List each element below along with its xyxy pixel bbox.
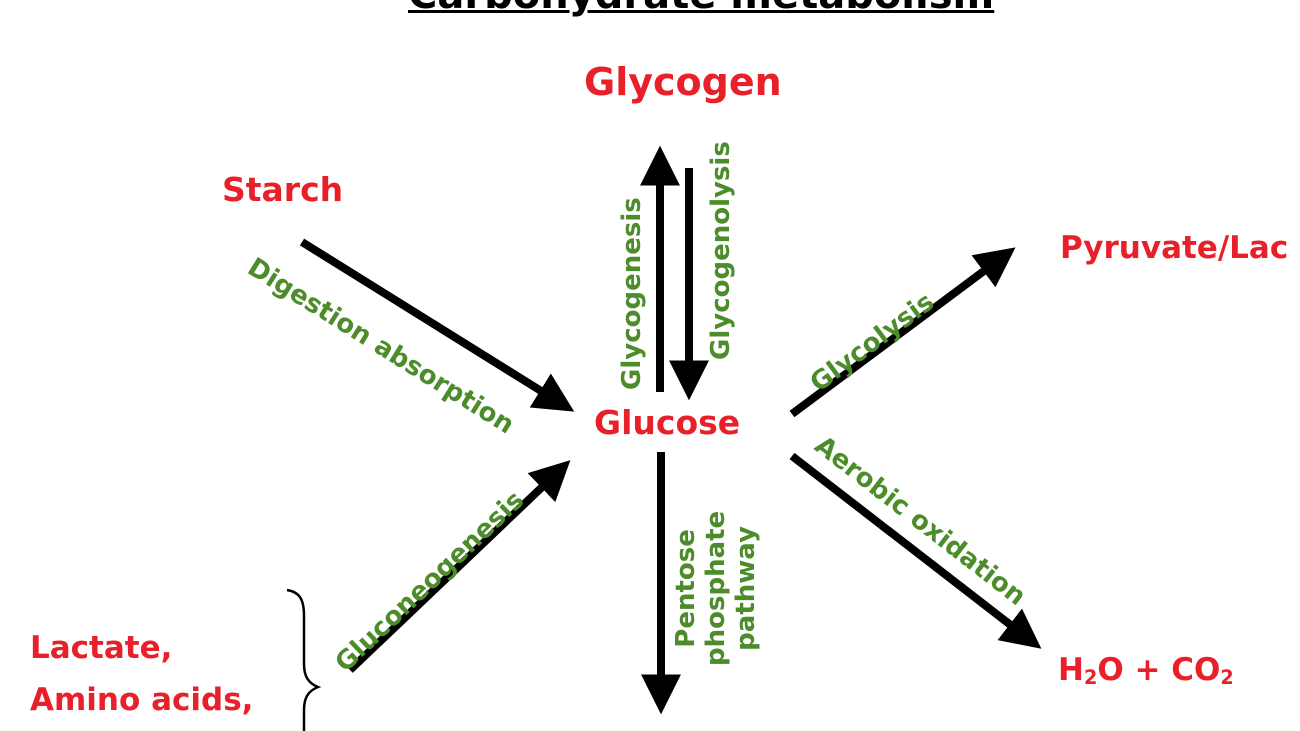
arrow-glucose-to-h2o-co2 [789, 452, 1042, 649]
diagram-title: Carbohydrate metabolism [408, 0, 994, 18]
node-h2o-co2: H2O + CO2 [1058, 652, 1234, 689]
node-pyruvate-lactate: Pyruvate/Lac [1060, 230, 1289, 266]
pentose-line-2: phosphate [700, 510, 731, 666]
node-glycogen: Glycogen [584, 60, 782, 104]
node-precursors: Lactate, Amino acids, [30, 622, 253, 726]
precursor-amino-acids: Amino acids, [30, 682, 254, 718]
label-pentose-phosphate-pathway: Pentose phosphate pathway [671, 510, 762, 666]
node-glucose: Glucose [594, 403, 741, 442]
h2o-co2-o: O + CO [1097, 652, 1221, 688]
arrow-precursors-to-glucose [347, 460, 571, 673]
arrow-glucose-to-pyruvate [789, 247, 1016, 418]
h2o-subscript: 2 [1083, 666, 1098, 690]
co2-subscript: 2 [1220, 666, 1234, 690]
pentose-line-3: pathway [730, 526, 761, 651]
precursor-lactate: Lactate, [30, 630, 173, 666]
curly-brace [286, 588, 322, 731]
pentose-line-1: Pentose [671, 529, 701, 648]
label-glycogenesis: Glycogenesis [617, 197, 647, 390]
arrow-starch-to-glucose [299, 238, 575, 412]
h2o-co2-h: H [1058, 652, 1084, 688]
node-starch: Starch [222, 170, 344, 209]
label-glycogenolysis: Glycogenolysis [706, 141, 736, 360]
